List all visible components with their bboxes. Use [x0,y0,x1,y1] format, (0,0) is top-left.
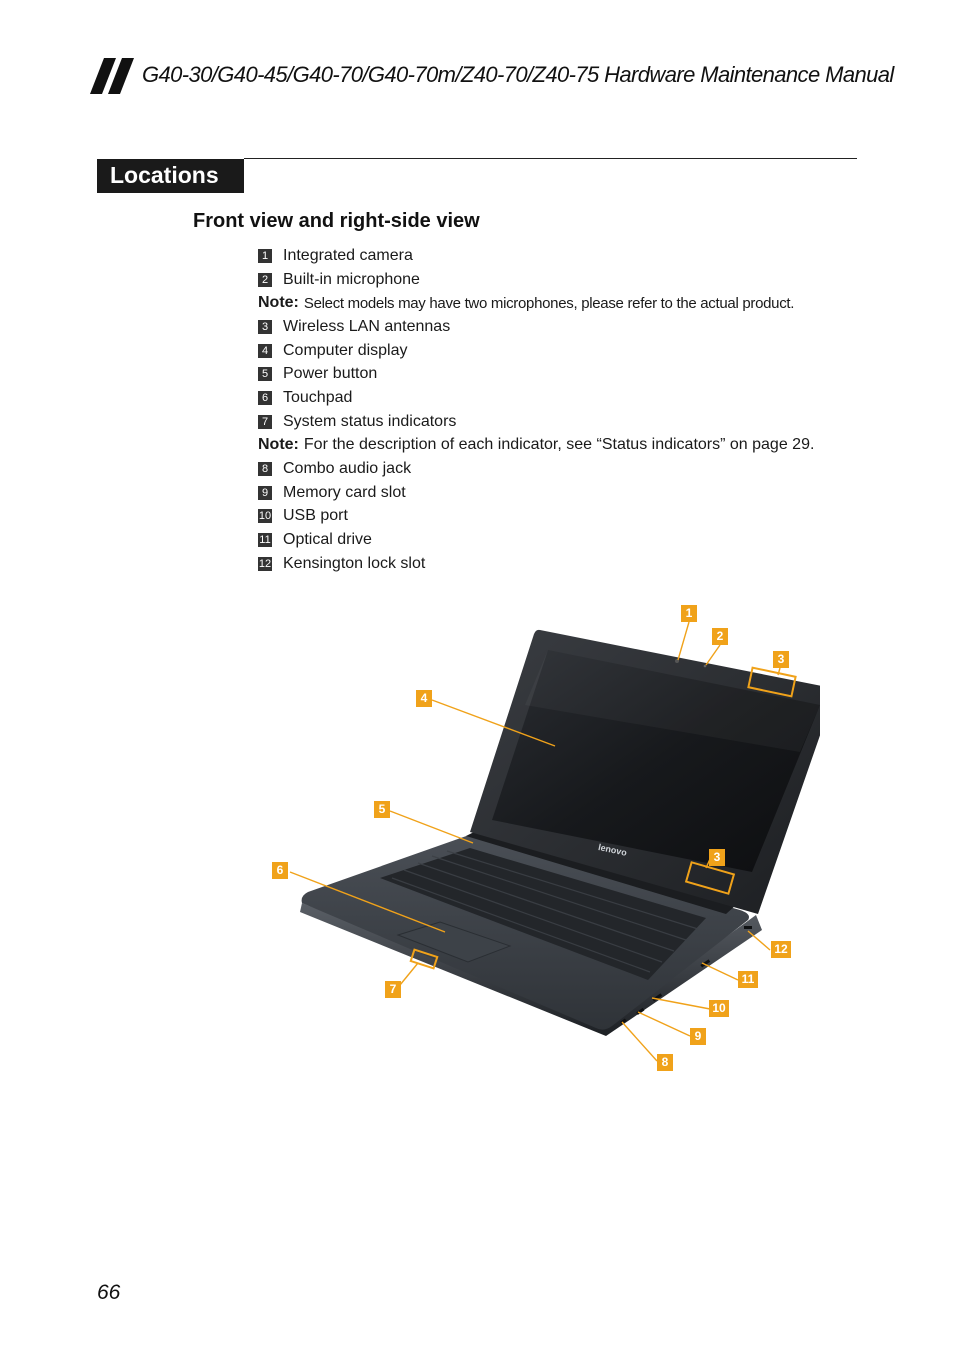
callout-1-camera: 1 [681,605,697,622]
list-item: 9 Memory card slot [258,481,858,505]
note-text: Select models may have two microphones, … [303,294,795,312]
list-item: 2 Built-in microphone [258,268,858,292]
item-label: Integrated camera [283,246,413,264]
item-number-badge: 12 [258,556,272,571]
callout-5-power: 5 [374,801,390,818]
item-number-badge: 8 [258,462,272,477]
callout-11-optical-drive: 11 [738,971,758,988]
item-number-badge: 2 [258,272,272,287]
touchpad [396,921,512,963]
laptop-illustration: lenovo [289,621,820,1062]
item-label: Power button [283,365,378,383]
header-slash-icon [90,58,134,94]
callout-3-antenna-top: 3 [773,651,789,668]
item-label: Wireless LAN antennas [283,317,451,335]
list-item: 1 Integrated camera [258,244,858,268]
callout-9-card-slot: 9 [690,1028,706,1045]
note-label: Note: [258,294,299,312]
callout-leaders [289,621,781,1062]
item-number-badge: 11 [258,533,272,548]
item-number-badge: 3 [258,319,272,334]
microphone-hole [703,664,707,668]
item-label: Combo audio jack [283,460,412,478]
callout-10-usb: 10 [709,1000,729,1017]
item-number-badge: 5 [258,367,272,382]
subsection-heading: Front view and right-side view [193,210,480,232]
list-item: 4 Computer display [258,339,858,363]
list-item: 5 Power button [258,362,858,386]
status-indicators [409,948,439,970]
item-label: USB port [283,507,348,525]
page-number: 66 [97,1281,121,1304]
note: Note:Select models may have two micropho… [258,291,858,315]
item-number-badge: 10 [258,509,272,524]
callout-8-audio-jack: 8 [657,1054,673,1071]
item-label: Built-in microphone [283,270,420,288]
callout-6-touchpad: 6 [272,862,288,879]
callout-7-status: 7 [385,981,401,998]
callout-12-kensington: 12 [771,941,791,958]
item-number-badge: 6 [258,390,272,405]
callout-3-antenna-bottom: 3 [709,849,725,866]
antenna-box-top [747,666,797,698]
list-item: 6 Touchpad [258,386,858,410]
item-number-badge: 9 [258,485,272,500]
list-item: 7 System status indicators [258,410,858,434]
note: Note:For the description of each indicat… [258,434,858,458]
item-number-badge: 4 [258,343,272,358]
note-label: Note: [258,436,299,454]
item-label: System status indicators [283,412,457,430]
item-label: Memory card slot [283,483,406,501]
list-item: 8 Combo audio jack [258,457,858,481]
list-item: 10 USB port [258,505,858,529]
item-label: Optical drive [283,531,372,549]
display-panel [492,650,820,872]
side-ports [619,926,752,1025]
document-title: G40-30/G40-45/G40-70/G40-70m/Z40-70/Z40-… [142,62,894,87]
callout-4-display: 4 [416,690,432,707]
laptop-base-edge [300,903,762,1036]
list-item: 3 Wireless LAN antennas [258,315,858,339]
section-divider [244,158,857,159]
hinge [466,830,736,914]
keyboard-keys [391,850,699,973]
list-item: 11 Optical drive [258,528,858,552]
item-number-badge: 7 [258,414,272,429]
antenna-box-bottom [684,861,736,895]
section-heading: Locations [97,159,244,193]
keyboard [380,848,706,980]
callout-2-microphone: 2 [712,628,728,645]
note-text: For the description of each indicator, s… [303,436,815,454]
list-item: 12 Kensington lock slot [258,552,858,576]
item-number-badge: 1 [258,248,272,263]
item-label: Kensington lock slot [283,554,426,572]
item-label: Touchpad [283,388,353,406]
item-label: Computer display [283,341,408,359]
